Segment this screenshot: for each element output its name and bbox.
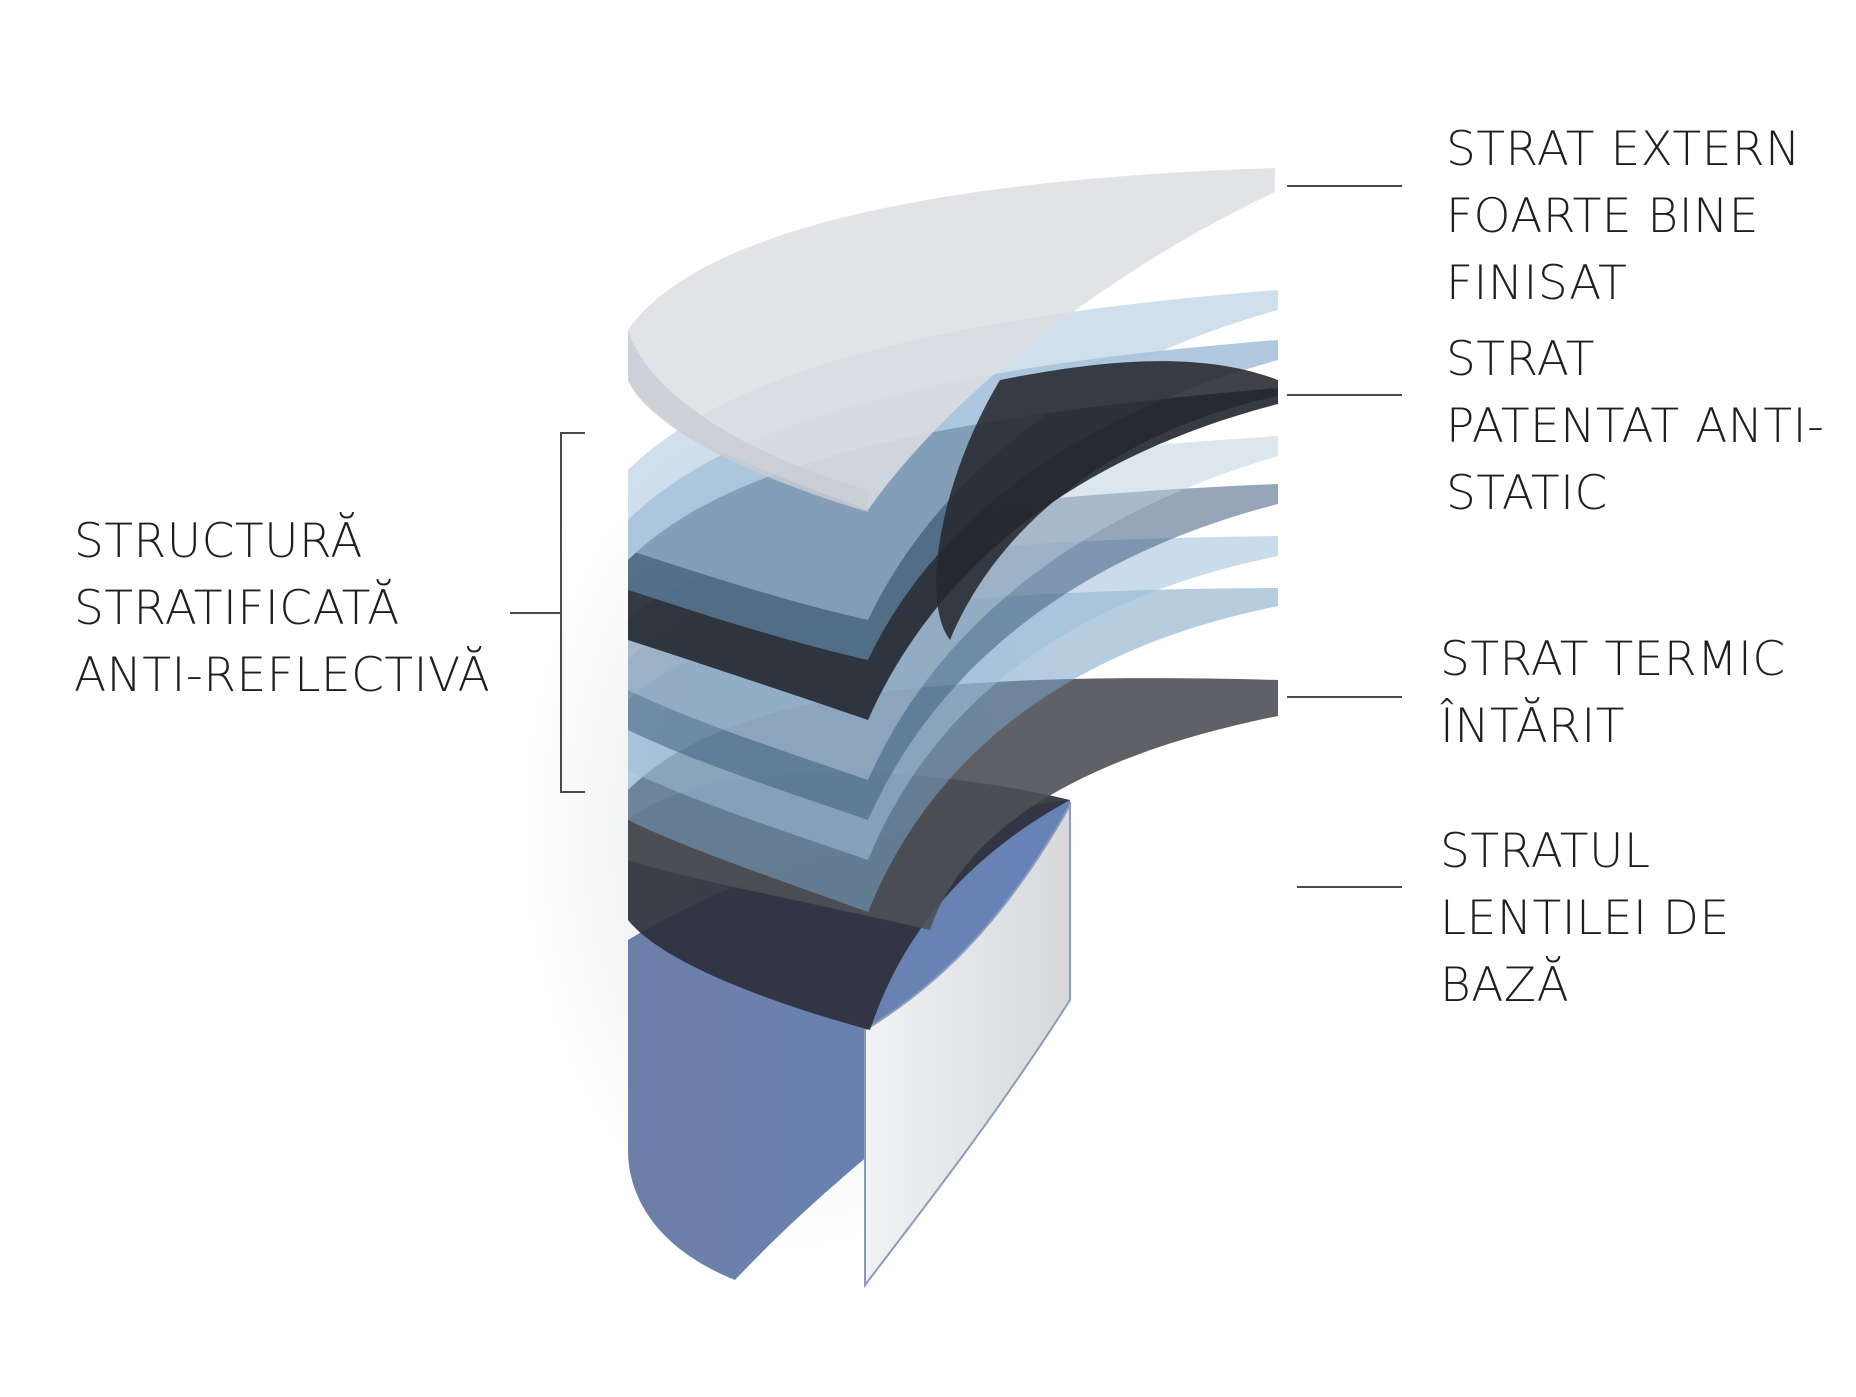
label-line: PATENTAT ANTI-: [1446, 393, 1824, 460]
label-line: BAZĂ: [1440, 952, 1730, 1019]
label-antistatic-layer: STRAT PATENTAT ANTI- STATIC: [1446, 326, 1824, 527]
label-line: STRUCTURĂ: [74, 508, 490, 575]
label-line: STRATUL: [1440, 818, 1730, 885]
label-line: FOARTE BINE: [1446, 183, 1801, 250]
label-ar-structure: STRUCTURĂ STRATIFICATĂ ANTI-REFLECTIVĂ: [74, 508, 490, 709]
label-line: ANTI-REFLECTIVĂ: [74, 642, 490, 709]
label-line: FINISAT: [1446, 250, 1801, 317]
label-line: STRATIFICATĂ: [74, 575, 490, 642]
label-thermal-layer: STRAT TERMIC ÎNTĂRIT: [1440, 626, 1786, 760]
leader-lines: [1287, 186, 1402, 887]
label-outer-layer: STRAT EXTERN FOARTE BINE FINISAT: [1446, 116, 1801, 317]
label-line: LENTILEI DE: [1440, 885, 1730, 952]
label-base-layer: STRATUL LENTILEI DE BAZĂ: [1440, 818, 1730, 1019]
label-line: STRAT: [1446, 326, 1824, 393]
label-line: STRAT EXTERN: [1446, 116, 1801, 183]
label-line: STRAT TERMIC: [1440, 626, 1786, 693]
label-line: STATIC: [1446, 460, 1824, 527]
label-line: ÎNTĂRIT: [1440, 693, 1786, 760]
